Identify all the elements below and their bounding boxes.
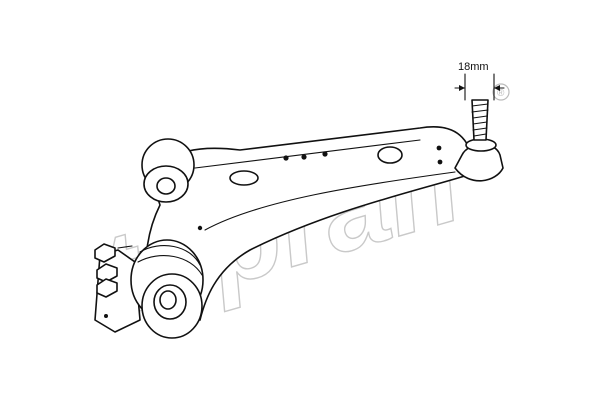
stud-thread [471,103,489,137]
ball-joint [454,99,504,182]
arm-center-hole [229,170,259,186]
arm-body [145,126,471,321]
bracket-bolts [94,243,133,298]
registered-mark-icon [492,83,510,101]
dimension-callout: 18mm [454,61,505,101]
bolt-head-2 [96,263,118,283]
bolt-head-1 [94,243,116,263]
arm-side-hole [377,146,403,164]
arm-lower-rib [204,171,456,231]
dim-arrow-left-icon [459,85,465,91]
front-bushing-bore [156,177,176,195]
rivet-1 [283,155,289,161]
dim-arrow-right-icon [494,85,500,91]
ball-joint-boot [465,138,497,152]
rear-bushing-rim-2 [137,255,203,276]
rear-bushing [94,239,204,339]
rear-bushing-rim-1 [139,245,201,266]
registered-symbol: ® [497,88,505,99]
rivet-3 [322,151,328,157]
bolt-head-3 [96,278,118,298]
front-bushing [141,138,195,203]
rivet-2 [301,154,307,160]
arm-upper-rib [194,139,421,169]
bracket-hole [104,314,108,318]
rivet-6 [197,225,203,231]
bolt-shank-1 [117,245,133,249]
rivet-5 [437,159,443,165]
dimension-label: 18mm [458,61,489,73]
rivet-4 [436,145,442,151]
rear-bushing-bore [159,290,177,310]
